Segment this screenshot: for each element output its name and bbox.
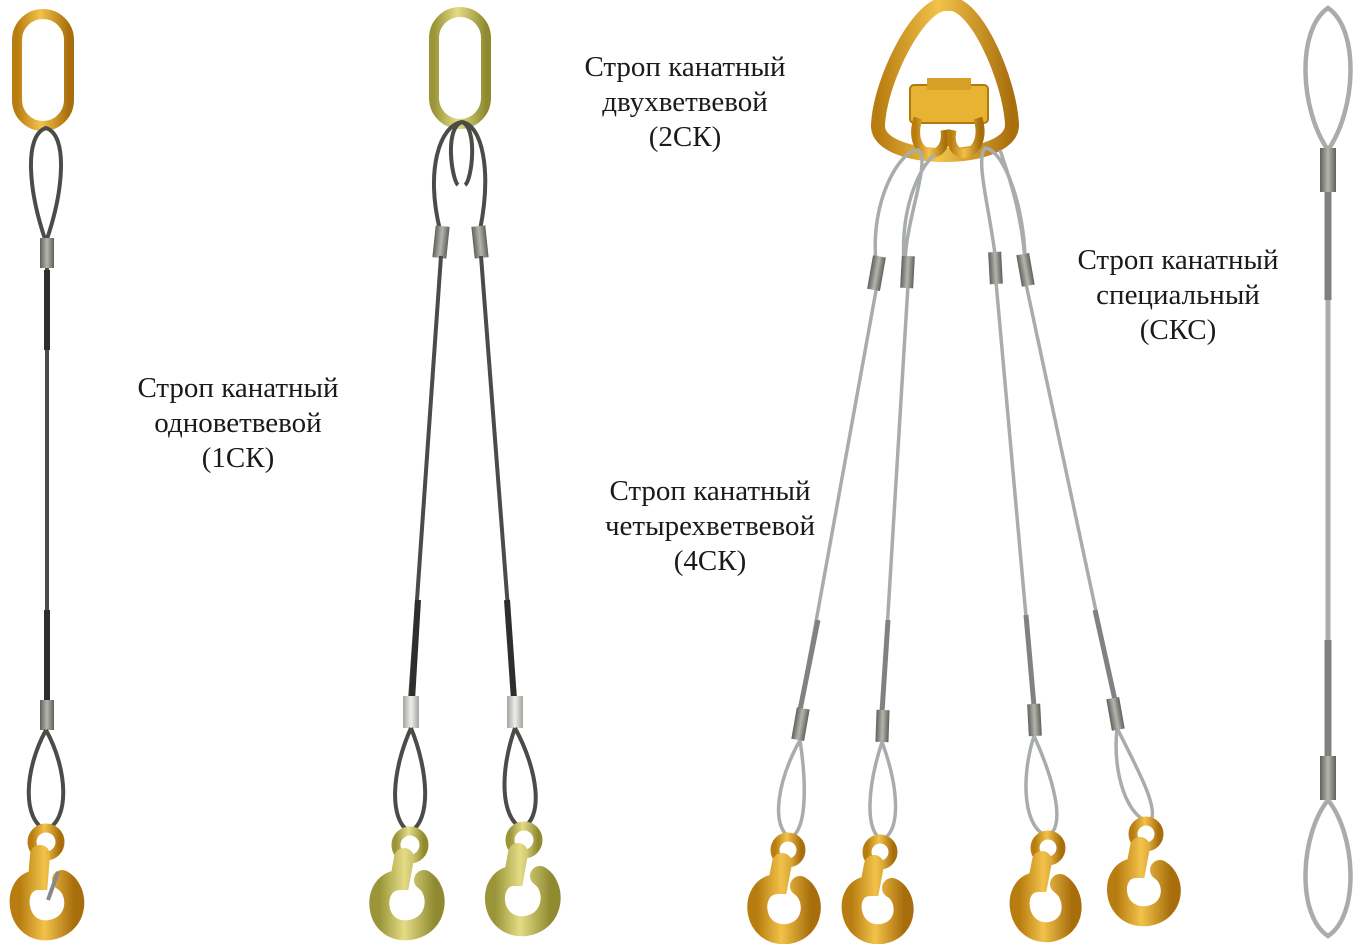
caption-four-leg-sling: Строп канатный четырехветвевой (4СК) bbox=[585, 474, 835, 579]
ferrule bbox=[1027, 704, 1042, 737]
coupling-block bbox=[910, 85, 988, 123]
coupling-block-top bbox=[927, 78, 971, 90]
caption-special-sling: Строп канатный специальный (СКС) bbox=[1058, 243, 1298, 348]
caption-line: (1СК) bbox=[118, 441, 358, 476]
rope-top-eye bbox=[875, 150, 922, 265]
rope-bottom-eye bbox=[870, 742, 896, 840]
ferrule bbox=[900, 256, 915, 289]
caption-line: Строп канатный bbox=[585, 474, 835, 509]
ferrule bbox=[1320, 148, 1336, 192]
caption-line: четырехветвевой bbox=[585, 509, 835, 544]
hook bbox=[379, 831, 434, 930]
rope-bottom-eye bbox=[29, 730, 64, 830]
rope-bottom-eye bbox=[505, 728, 536, 828]
sling-4ck bbox=[757, 4, 1171, 934]
master-link bbox=[434, 12, 486, 124]
rope-sleeve bbox=[507, 600, 514, 700]
ferrule bbox=[432, 225, 449, 258]
rope-bottom-eye bbox=[1305, 800, 1350, 936]
ferrule bbox=[867, 255, 886, 291]
ferrule bbox=[791, 707, 809, 741]
sling-1ck bbox=[17, 14, 74, 930]
hook bbox=[20, 828, 75, 930]
hook bbox=[1020, 835, 1072, 932]
caption-two-leg-sling: Строп канатный двухветвевой (2СК) bbox=[560, 50, 810, 155]
caption-line: двухветвевой bbox=[560, 85, 810, 120]
caption-line: (СКС) bbox=[1058, 313, 1298, 348]
ferrule bbox=[1016, 253, 1034, 287]
rope-sleeve bbox=[1026, 615, 1034, 706]
rope-top-eye bbox=[31, 128, 61, 242]
caption-line: Строп канатный bbox=[118, 371, 358, 406]
caption-line: (2СК) bbox=[560, 120, 810, 155]
ferrule bbox=[1106, 697, 1124, 731]
rope-bottom-eye bbox=[779, 740, 805, 838]
sling-2ck bbox=[379, 12, 550, 930]
caption-line: одноветвевой bbox=[118, 406, 358, 441]
master-link bbox=[17, 14, 69, 126]
caption-line: специальный bbox=[1058, 278, 1298, 313]
sling-sks bbox=[1305, 8, 1350, 936]
rope-bottom-eye bbox=[395, 728, 425, 832]
rope-sleeve bbox=[800, 620, 818, 710]
ferrule bbox=[471, 225, 488, 258]
ferrule bbox=[507, 696, 523, 728]
rope-sleeve bbox=[1095, 610, 1115, 700]
hook bbox=[495, 826, 551, 926]
hook bbox=[757, 837, 811, 934]
caption-line: (4СК) bbox=[585, 544, 835, 579]
rope-bottom-eye bbox=[1116, 728, 1152, 822]
ferrule bbox=[40, 238, 54, 268]
hook bbox=[852, 839, 904, 934]
rope-sleeve bbox=[882, 620, 888, 712]
rope-top-eye bbox=[904, 155, 935, 262]
ferrule bbox=[403, 696, 419, 728]
rope-top-eye bbox=[1305, 8, 1350, 150]
rope-sleeve bbox=[412, 600, 418, 700]
ferrule bbox=[988, 252, 1003, 285]
rope-bottom-eye bbox=[1026, 736, 1057, 836]
caption-line: Строп канатный bbox=[560, 50, 810, 85]
ferrule bbox=[40, 700, 54, 730]
caption-line: Строп канатный bbox=[1058, 243, 1298, 278]
ferrule bbox=[875, 710, 889, 742]
hook bbox=[1117, 821, 1171, 916]
ferrule bbox=[1320, 756, 1336, 800]
caption-single-leg-sling: Строп канатный одноветвевой (1СК) bbox=[118, 371, 358, 476]
